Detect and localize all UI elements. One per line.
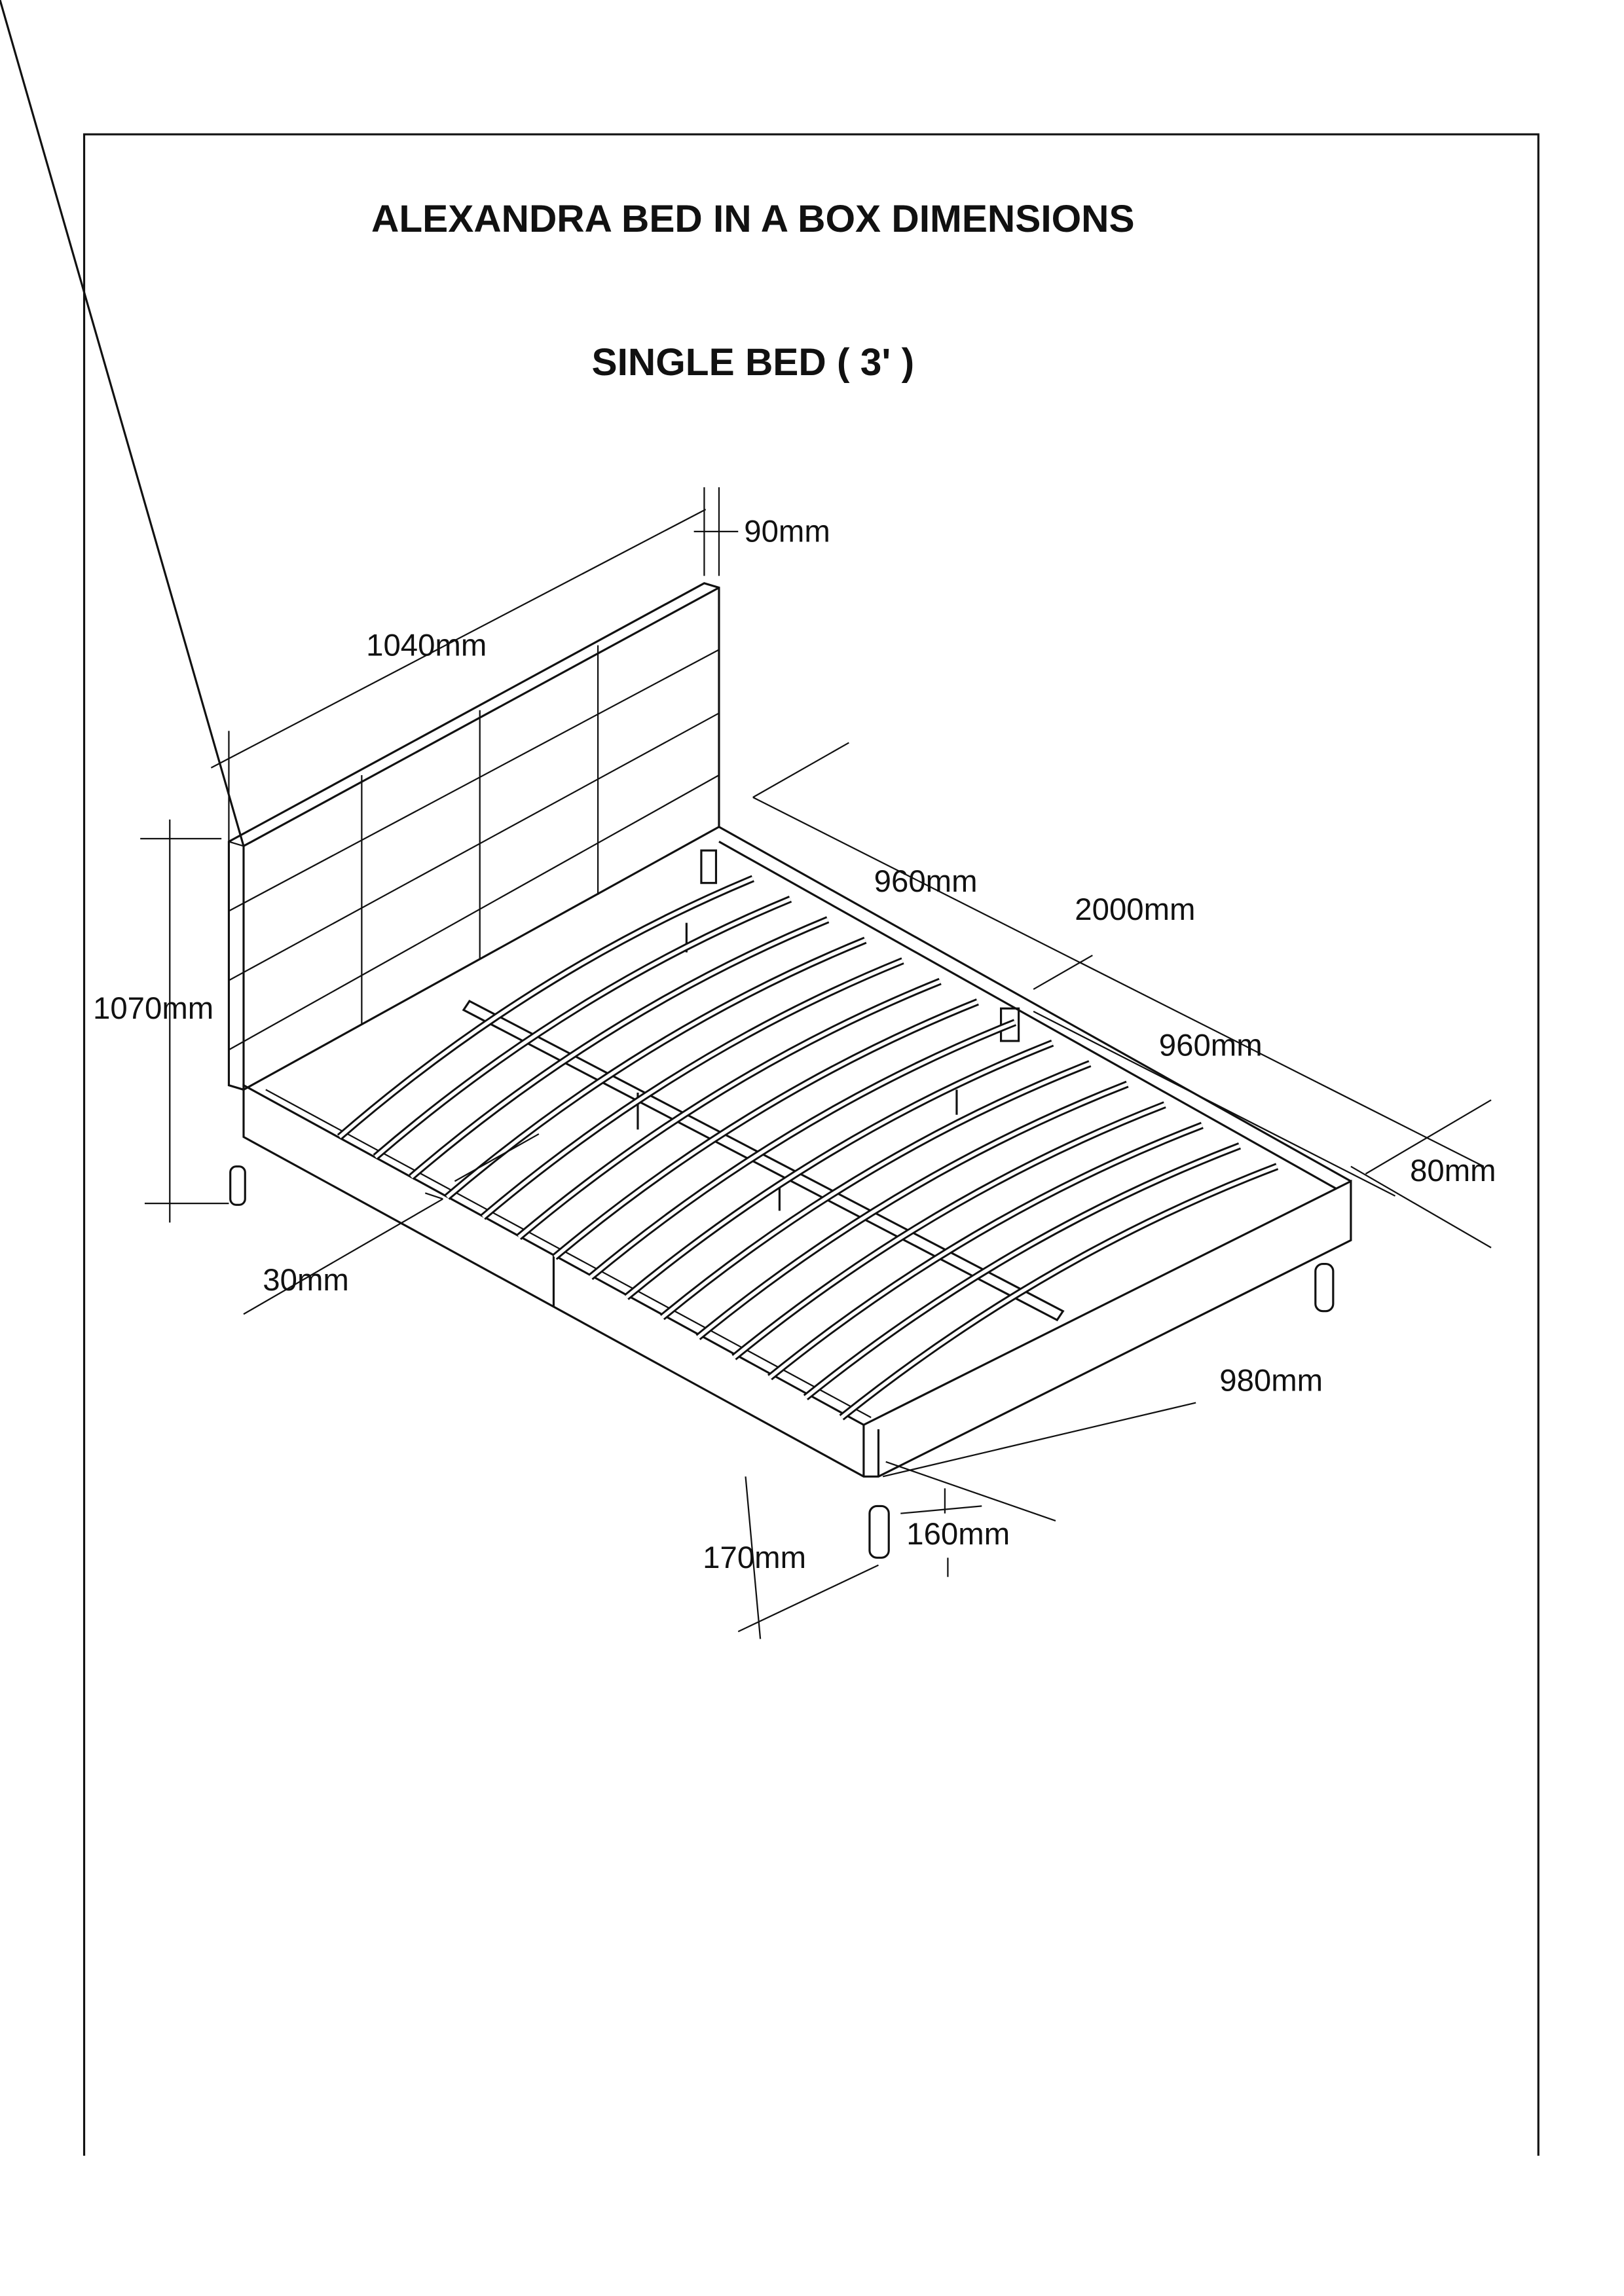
slat [588, 1019, 1017, 1281]
slat [733, 1102, 1166, 1359]
leg [1314, 1262, 1335, 1313]
slat [517, 979, 941, 1239]
dim-rail-thickness: 30mm [263, 1263, 349, 1298]
slat [337, 875, 754, 1140]
dim-leg-inset: 160mm [906, 1517, 1010, 1552]
page-title: ALEXANDRA BED IN A BOX DIMENSIONS [371, 198, 1135, 240]
dimension-lines [140, 487, 1492, 1639]
dim-leg-height: 170mm [703, 1540, 806, 1575]
dim-half-length-top: 960mm [874, 864, 978, 899]
slat [481, 959, 904, 1219]
dim-half-length-bottom: 960mm [1159, 1029, 1263, 1063]
slat [338, 877, 754, 1139]
slat [731, 1101, 1166, 1360]
slat [374, 897, 792, 1159]
page-border [83, 133, 1540, 2156]
dim-headboard-width: 1040mm [366, 628, 487, 663]
slat [659, 1060, 1092, 1321]
leg [229, 1165, 246, 1206]
slat [623, 1039, 1054, 1300]
slat [480, 957, 904, 1220]
slat [697, 1082, 1128, 1339]
dim-total-length: 2000mm [1075, 892, 1195, 927]
dim-headboard-height: 1070mm [93, 991, 213, 1026]
slat [768, 1123, 1203, 1379]
slat [445, 936, 867, 1200]
slat [840, 1165, 1278, 1419]
slat [661, 1062, 1091, 1319]
slat [552, 998, 979, 1260]
slats [337, 875, 1279, 1421]
slat [410, 918, 829, 1178]
slat [516, 977, 942, 1240]
page-subtitle: SINGLE BED ( 3' ) [592, 341, 915, 384]
leg [868, 1504, 890, 1559]
slat [803, 1142, 1242, 1400]
slat [767, 1121, 1204, 1381]
headboard [0, 0, 720, 1091]
slat [553, 1000, 978, 1259]
slat [373, 896, 792, 1160]
slat [446, 938, 866, 1199]
slat [695, 1080, 1129, 1341]
slat [804, 1144, 1240, 1399]
slat [409, 916, 830, 1180]
slat [839, 1163, 1279, 1421]
dim-side-rail-height: 80mm [1410, 1154, 1496, 1188]
dim-total-width: 980mm [1219, 1363, 1323, 1398]
slat [625, 1041, 1054, 1299]
slat [589, 1021, 1016, 1279]
dim-headboard-thickness: 90mm [744, 515, 830, 549]
